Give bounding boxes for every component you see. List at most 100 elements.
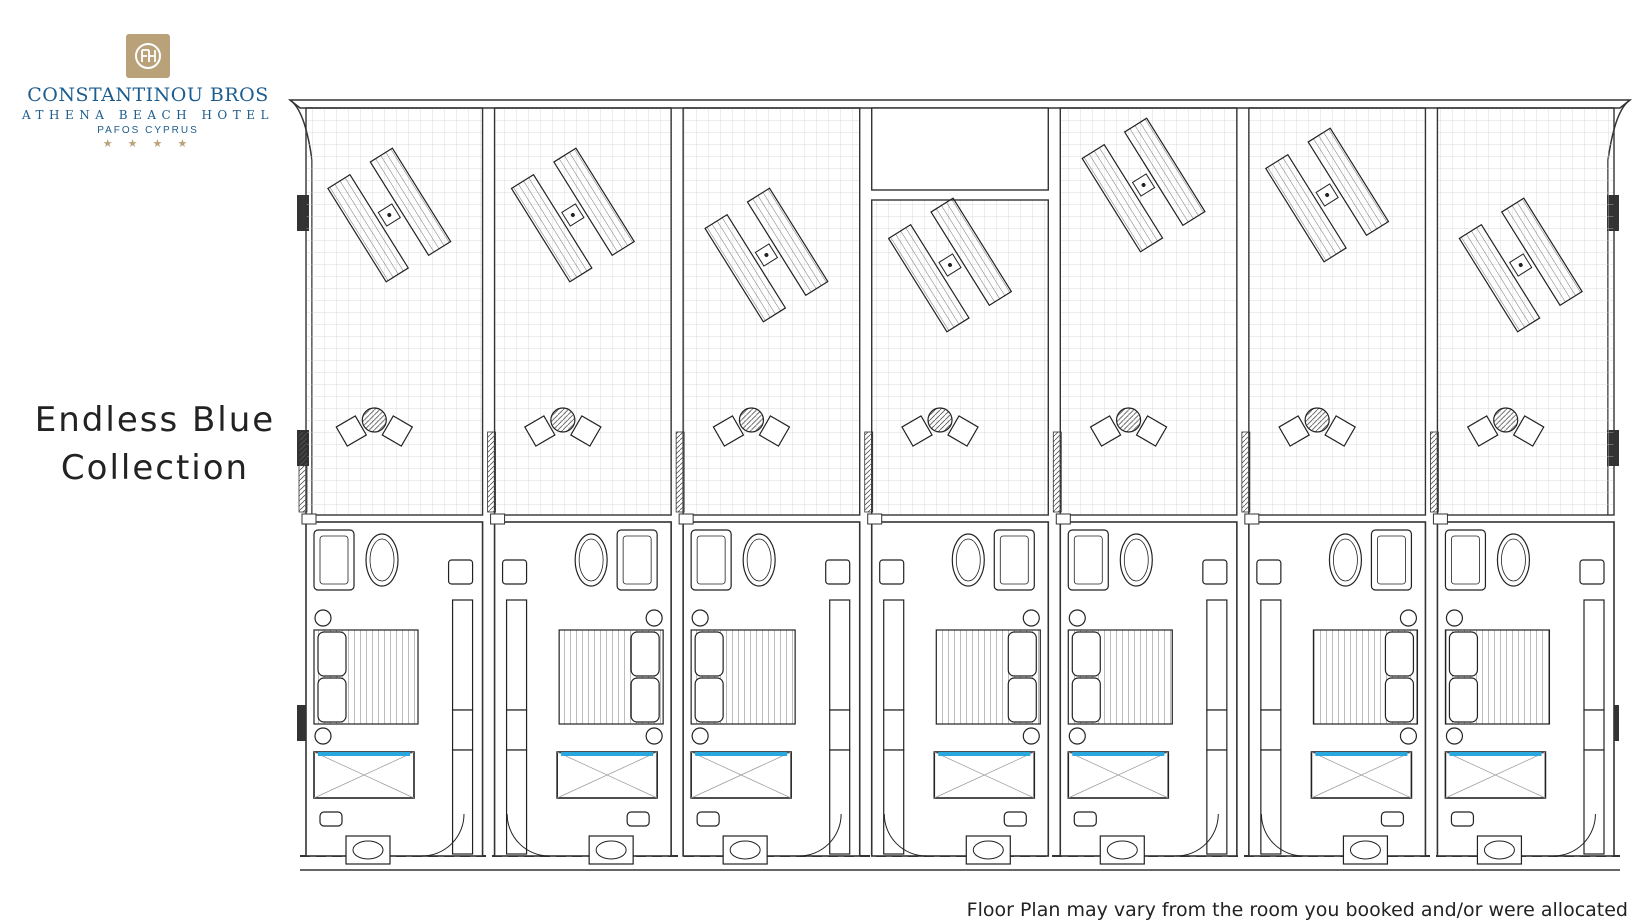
shower-drain-lines [1445, 751, 1546, 799]
chair-left [712, 415, 745, 447]
room-unit-7 [1430, 107, 1615, 865]
pillow-bottom [1007, 677, 1037, 723]
partition-screen [298, 431, 308, 513]
collection-title-line1: Endless Blue [34, 400, 276, 440]
pillow-bottom [1448, 677, 1479, 723]
terrace-floor [1059, 107, 1238, 516]
room-unit-2 [487, 107, 672, 865]
nightstand-lamp-bottom [314, 727, 332, 745]
closet [883, 749, 905, 855]
room-unit-4 [864, 107, 1050, 865]
entry-door-swing [1260, 813, 1304, 857]
shower-drain-lines [690, 751, 792, 799]
nightstand-lamp-top [1022, 609, 1040, 627]
collection-title-line2: Collection [60, 448, 250, 488]
coffee-table-inner [369, 538, 395, 582]
partition-screen [487, 431, 496, 513]
desk-counter [505, 599, 528, 711]
armchair [993, 529, 1035, 591]
wall-post [678, 513, 694, 525]
armchair-cushion [622, 535, 652, 585]
nightstand-lamp-bottom [645, 727, 663, 745]
coffee-table [1119, 533, 1153, 587]
bistro-set [1089, 407, 1168, 447]
lounger-left [1081, 143, 1164, 253]
armchair [616, 529, 658, 591]
room-unit-1 [298, 107, 484, 865]
wall-post [867, 513, 883, 525]
armchair-cushion [999, 535, 1029, 585]
sun-loungers [1081, 117, 1206, 253]
desk-chair [1256, 559, 1282, 585]
chair-right [758, 415, 791, 447]
wall-post [1432, 513, 1448, 525]
side-table-dot [948, 263, 952, 267]
armchair-cushion [1073, 535, 1103, 585]
bistro-table [361, 407, 387, 433]
entry-door-swing [799, 813, 842, 857]
sun-loungers [887, 197, 1013, 333]
sink [1349, 840, 1381, 860]
coffee-table [1496, 533, 1531, 587]
chair-left [335, 415, 368, 447]
lounger-right [1307, 127, 1390, 237]
side-table-dot [1141, 183, 1146, 187]
toilet [1380, 811, 1405, 827]
closet [1206, 749, 1228, 855]
room-unit-6 [1241, 107, 1427, 865]
armchair-cushion [319, 535, 349, 585]
desk-chair [1579, 559, 1605, 585]
bistro-set [1278, 407, 1356, 447]
armchair [690, 529, 732, 591]
wardrobe [883, 709, 905, 751]
lounger-left [1458, 223, 1541, 333]
closet [505, 749, 528, 855]
desk-counter [1260, 599, 1282, 711]
bistro-table [738, 407, 765, 433]
desk-counter [451, 599, 474, 711]
sink [352, 840, 384, 860]
bistro-table [550, 407, 576, 433]
logo-emblem-icon [126, 34, 170, 78]
entry-door-swing [1176, 813, 1219, 857]
desk-counter [829, 599, 851, 711]
armchair [1067, 529, 1109, 591]
entry-door-swing [506, 813, 550, 857]
planter-box [871, 107, 1049, 191]
room-unit-3 [675, 107, 861, 865]
toilet [626, 811, 650, 827]
chair-left [524, 415, 556, 447]
nightstand-lamp-bottom [1399, 727, 1418, 745]
toilet [1003, 811, 1027, 827]
nightstand-lamp-top [1399, 609, 1418, 627]
closet [829, 749, 851, 855]
bistro-set [1466, 407, 1545, 447]
pillow-top [1071, 631, 1101, 677]
logo-star-rating: ★ ★ ★ ★ [102, 138, 194, 150]
bistro-table [927, 407, 953, 433]
hotel-logo: CONSTANTINOU BROS ATHENA BEACH HOTEL PAF… [18, 28, 278, 158]
pillow-top [1007, 631, 1037, 677]
coffee-table [951, 533, 985, 587]
disclaimer-text: Floor Plan may vary from the room you bo… [966, 899, 1628, 921]
logo-hotel-name: ATHENA BEACH HOTEL [22, 108, 274, 122]
shower-drain-lines [1311, 751, 1412, 799]
bistro-set [524, 407, 602, 447]
sink [595, 840, 627, 860]
coffee-table-inner [955, 538, 981, 582]
side-table-dot [387, 213, 392, 217]
partition-screen [1052, 431, 1062, 513]
desk-counter [883, 599, 905, 711]
closet [1260, 749, 1282, 855]
pillow-top [1448, 631, 1479, 677]
wall-post [1055, 513, 1071, 525]
lounger-left [327, 173, 410, 283]
shower-drain-lines [934, 751, 1035, 799]
coffee-table-inner [1501, 538, 1526, 582]
nightstand-lamp-top [691, 609, 709, 627]
chair-right [381, 415, 414, 447]
bistro-table [1493, 407, 1519, 433]
shower-drain-lines [313, 751, 415, 799]
chair-right [1135, 415, 1168, 447]
sun-loungers [704, 187, 829, 323]
